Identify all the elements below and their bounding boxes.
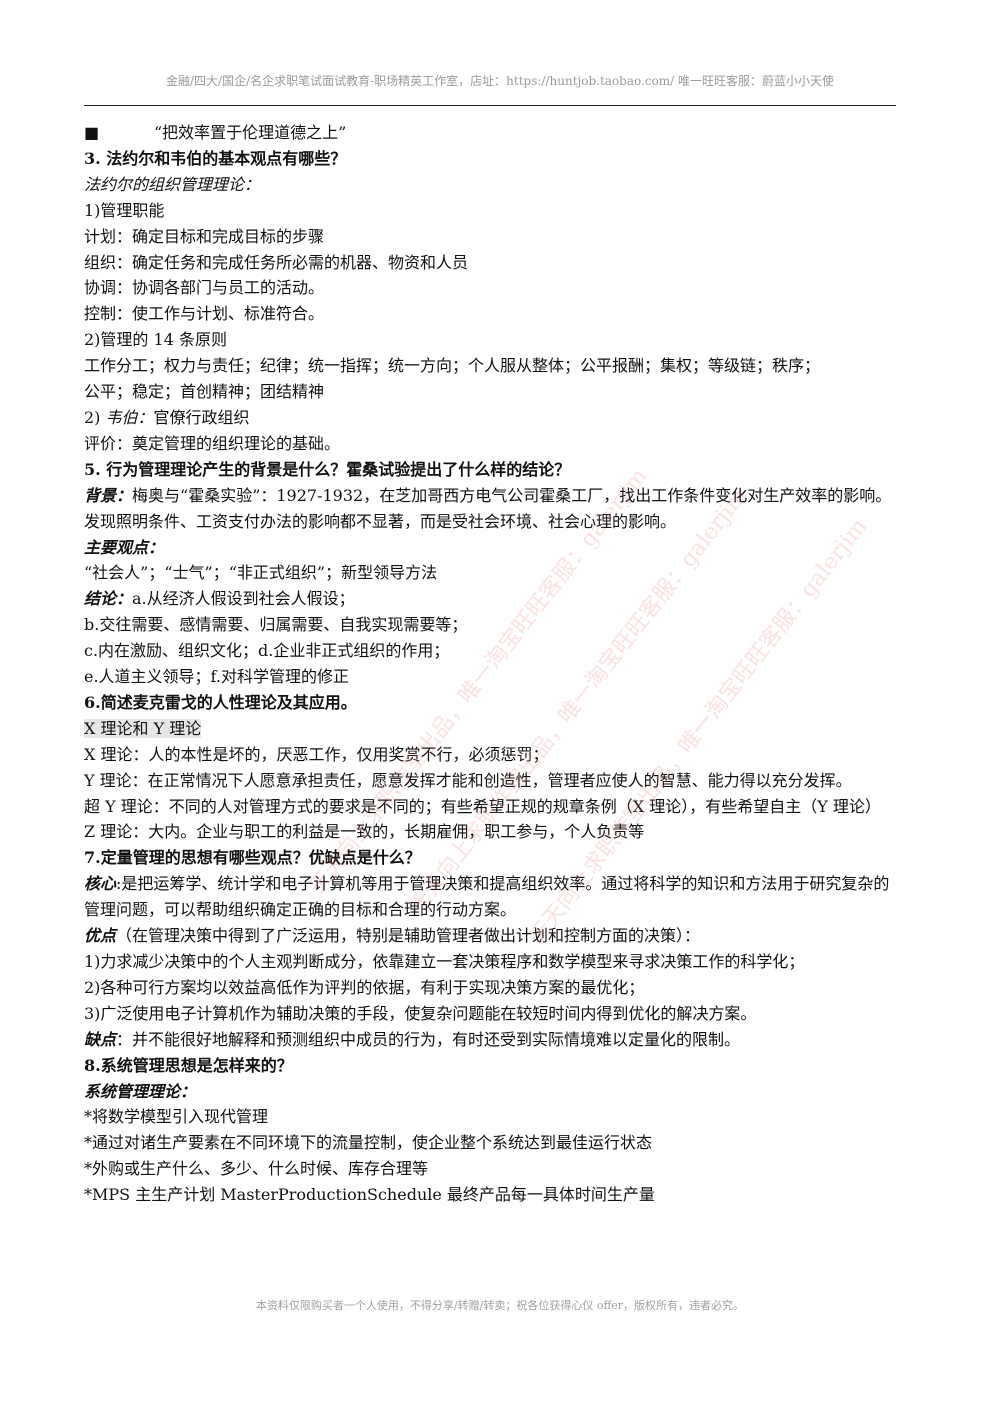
text-line: 公平；稳定；首创精神；团结精神 [84, 379, 896, 405]
text-line: 1)管理职能 [84, 198, 896, 224]
text-span: 协调：协调各部门与员工的活动。 [84, 278, 325, 298]
text-line: *通过对诸生产要素在不同环境下的流量控制，使企业整个系统达到最佳运行状态 [84, 1130, 896, 1156]
text-span: 1)管理职能 [84, 200, 165, 220]
text-span: 控制：使工作与计划、标准符合。 [84, 304, 325, 324]
text-span: ：并不能很好地解释和预测组织中成员的行为，有时还受到实际情境难以定量化的限制。 [116, 1029, 741, 1049]
text-span: 结论： [84, 589, 133, 609]
text-line: *外购或生产什么、多少、什么时候、库存合理等 [84, 1156, 896, 1182]
text-span: 2) [84, 407, 106, 427]
text-line: e.人道主义领导；f.对科学管理的修正 [84, 664, 896, 690]
text-span: 核心 [84, 874, 117, 894]
text-span: a.从经济人假设到社会人假设； [132, 589, 355, 609]
text-line: 协调：协调各部门与员工的活动。 [84, 275, 896, 301]
text-span: X 理论和 Y 理论 [84, 718, 202, 738]
text-line: 主要观点： [84, 535, 896, 561]
text-span: 2)各种可行方案均以效益高低作为评判的依据，有利于实现决策方案的最优化； [84, 977, 645, 997]
text-line: 控制：使工作与计划、标准符合。 [84, 301, 896, 327]
text-line: 6.简述麦克雷戈的人性理论及其应用。 [84, 690, 896, 716]
text-span: *MPS 主生产计划 MasterProductionSchedule 最终产品… [84, 1185, 655, 1205]
text-span: 优点 [84, 926, 117, 946]
text-span: 5. 行为管理理论产生的背景是什么？霍桑试验提出了什么样的结论？ [84, 459, 571, 479]
text-line: 核心:是把运筹学、统计学和电子计算机等用于管理决策和提高组织效率。通过将科学的知… [84, 871, 896, 923]
text-span: 计划：确定目标和完成目标的步骤 [84, 226, 325, 246]
text-span: “社会人”；“士气”；“非正式组织”；新型领导方法 [84, 563, 438, 583]
text-line: 3. 法约尔和韦伯的基本观点有哪些？ [84, 146, 896, 172]
text-span: c.内在激励、组织文化；d.企业非正式组织的作用； [84, 641, 450, 661]
text-line: b.交往需要、感情需要、归属需要、自我实现需要等； [84, 612, 896, 638]
page-header: 金融/四大/国企/名企求职笔试面试教育-职场精英工作室，店址：https://h… [165, 74, 835, 88]
text-line: 结论：a.从经济人假设到社会人假设； [84, 586, 896, 612]
text-span: 6.简述麦克雷戈的人性理论及其应用。 [84, 692, 357, 712]
text-span: 1)力求减少决策中的个人主观判断成分，依靠建立一套决策程序和数学模型来寻求决策工… [84, 952, 805, 971]
text-span: X 理论：人的本性是坏的，厌恶工作，仅用奖赏不行，必须惩罚； [84, 744, 549, 764]
text-span: e.人道主义领导；f.对科学管理的修正 [84, 667, 349, 687]
text-line: 2) 韦伯：官僚行政组织 [84, 405, 896, 431]
text-line: 计划：确定目标和完成目标的步骤 [84, 224, 896, 250]
text-line: 工作分工；权力与责任；纪律；统一指挥；统一方向；个人服从整体；公平报酬；集权；等… [84, 353, 896, 379]
text-span: :是把运筹学、统计学和电子计算机等用于管理决策和提高组织效率。通过将科学的知识和… [84, 874, 890, 920]
page-footer: 本资料仅限购买者一个人使用，不得分享/转赠/转卖；祝各位获得心仪 offer，版… [255, 1299, 745, 1312]
text-line: 7.定量管理的思想有哪些观点？优缺点是什么？ [84, 845, 896, 871]
text-line: ■ “把效率置于伦理道德之上” [84, 120, 896, 146]
text-line: 超 Y 理论：不同的人对管理方式的要求是不同的；有些希望正规的规章条例（X 理论… [84, 794, 896, 820]
text-line: 1)力求减少决策中的个人主观判断成分，依靠建立一套决策程序和数学模型来寻求决策工… [84, 949, 896, 975]
text-line: 组织：确定任务和完成任务所必需的机器、物资和人员 [84, 250, 896, 276]
text-span: 主要观点： [84, 537, 165, 557]
text-line: *将数学模型引入现代管理 [84, 1104, 896, 1130]
text-span: 8.系统管理思想是怎样来的？ [84, 1055, 293, 1075]
text-span: “把效率置于伦理道德之上” [154, 123, 347, 142]
text-span: 评价：奠定管理的组织理论的基础。 [84, 433, 341, 453]
text-span: 公平；稳定；首创精神；团结精神 [84, 382, 325, 402]
text-line: Y 理论：在正常情况下人愿意承担责任，愿意发挥才能和创造性，管理者应使人的智慧、… [84, 768, 896, 794]
text-span: *通过对诸生产要素在不同环境下的流量控制，使企业整个系统达到最佳运行状态 [84, 1133, 653, 1153]
text-line: 背景：梅奥与“霍桑实验”：1927-1932，在芝加哥西方电气公司霍桑工厂，找出… [84, 483, 896, 535]
text-span: 系统管理理论： [84, 1081, 197, 1101]
text-line: *MPS 主生产计划 MasterProductionSchedule 最终产品… [84, 1182, 896, 1208]
text-line: 优点（在管理决策中得到了广泛运用，特别是辅助管理者做出计划和控制方面的决策）： [84, 923, 896, 949]
header-rule [84, 105, 896, 106]
text-span: Z 理论：大内。企业与职工的利益是一致的，长期雇佣，职工参与，个人负责等 [84, 822, 645, 842]
text-span: 缺点 [84, 1029, 117, 1049]
text-line: Z 理论：大内。企业与职工的利益是一致的，长期雇佣，职工参与，个人负责等 [84, 819, 896, 845]
text-span: 3)广泛使用电子计算机作为辅助决策的手段，使复杂问题能在较短时间内得到优化的解决… [84, 1003, 757, 1023]
text-line: 评价：奠定管理的组织理论的基础。 [84, 431, 896, 457]
text-span: （在管理决策中得到了广泛运用，特别是辅助管理者做出计划和控制方面的决策）： [116, 926, 701, 946]
text-line: 5. 行为管理理论产生的背景是什么？霍桑试验提出了什么样的结论？ [84, 457, 896, 483]
text-span: *外购或生产什么、多少、什么时候、库存合理等 [84, 1159, 429, 1179]
text-line: X 理论：人的本性是坏的，厌恶工作，仅用奖赏不行，必须惩罚； [84, 742, 896, 768]
text-span: 工作分工；权力与责任；纪律；统一指挥；统一方向；个人服从整体；公平报酬；集权；等… [84, 356, 821, 376]
text-line: “社会人”；“士气”；“非正式组织”；新型领导方法 [84, 560, 896, 586]
text-line: 缺点：并不能很好地解释和预测组织中成员的行为，有时还受到实际情境难以定量化的限制… [84, 1027, 896, 1053]
text-line: 2)各种可行方案均以效益高低作为评判的依据，有利于实现决策方案的最优化； [84, 975, 896, 1001]
text-span: *将数学模型引入现代管理 [84, 1107, 269, 1127]
text-span: 3. 法约尔和韦伯的基本观点有哪些？ [84, 148, 347, 168]
text-span: 梅奥与“霍桑实验”：1927-1932，在芝加哥西方电气公司霍桑工厂，找出工作条… [84, 485, 892, 531]
text-span: 组织：确定任务和完成任务所必需的机器、物资和人员 [84, 252, 469, 272]
text-line: X 理论和 Y 理论 [84, 716, 896, 742]
text-span: 韦伯： [105, 407, 154, 427]
text-span: 法约尔的组织管理理论： [84, 174, 261, 194]
document-body: ■ “把效率置于伦理道德之上” 3. 法约尔和韦伯的基本观点有哪些？ 法约尔的组织管理… [84, 120, 896, 1208]
text-span: Y 理论：在正常情况下人愿意承担责任，愿意发挥才能和创造性，管理者应使人的智慧、… [84, 770, 852, 790]
text-span: 官僚行政组织 [153, 407, 250, 427]
text-line: 系统管理理论： [84, 1079, 896, 1105]
text-span: 背景： [84, 485, 133, 505]
text-span: b.交往需要、感情需要、归属需要、自我实现需要等； [84, 615, 468, 635]
text-line: 3)广泛使用电子计算机作为辅助决策的手段，使复杂问题能在较短时间内得到优化的解决… [84, 1001, 896, 1027]
bullet-icon: ■ [84, 123, 100, 142]
text-span: 7.定量管理的思想有哪些观点？优缺点是什么？ [84, 848, 421, 868]
text-line: 8.系统管理思想是怎样来的？ [84, 1053, 896, 1079]
text-span: 超 Y 理论：不同的人对管理方式的要求是不同的；有些希望正规的规章条例（X 理论… [84, 796, 881, 816]
text-span: 2)管理的 14 条原则 [84, 330, 227, 350]
text-line: c.内在激励、组织文化；d.企业非正式组织的作用； [84, 638, 896, 664]
text-line: 2)管理的 14 条原则 [84, 327, 896, 353]
text-line: 法约尔的组织管理理论： [84, 172, 896, 198]
